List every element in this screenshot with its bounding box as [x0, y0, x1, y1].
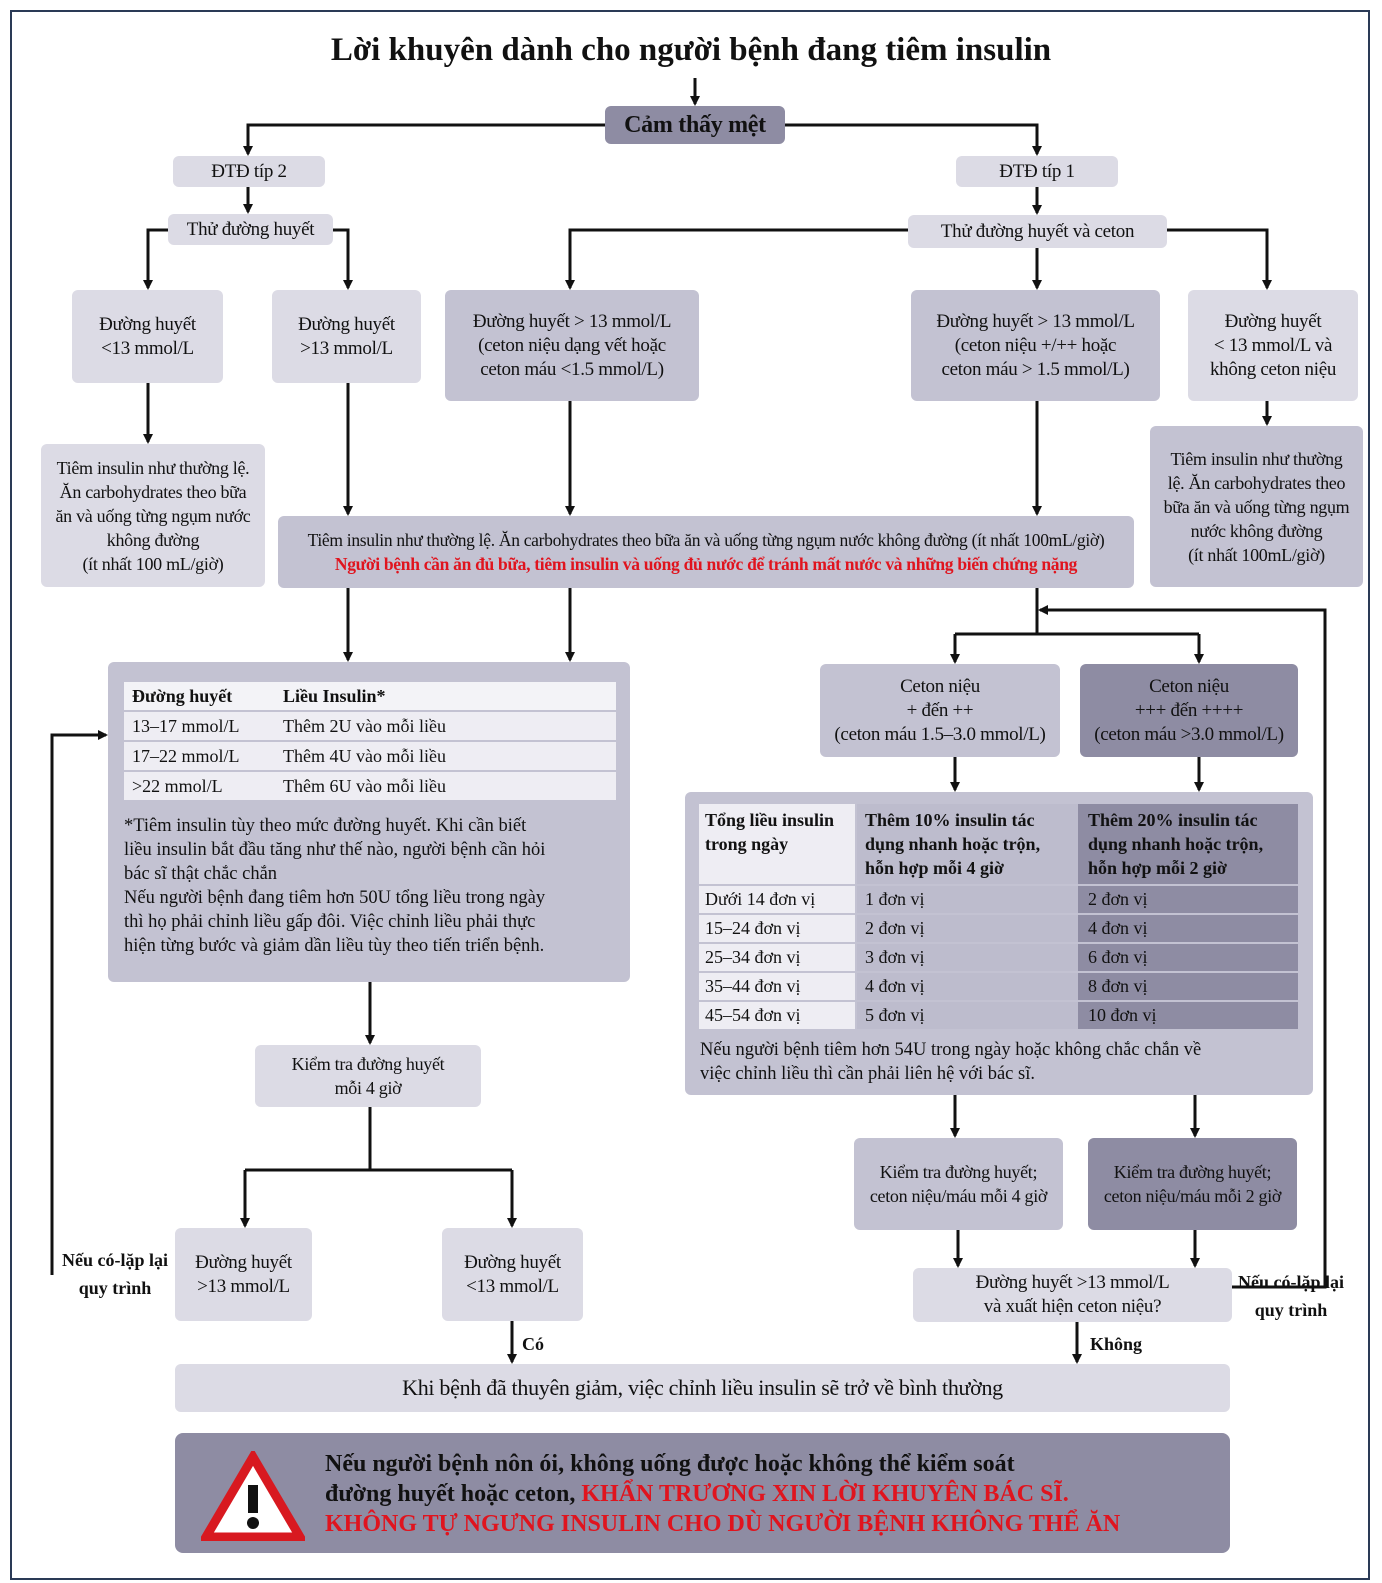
table-cell: 17–22 mmol/L	[132, 745, 240, 766]
ketone-severe-node: Ceton niệu +++ đến ++++ (ceton máu >3.0 …	[1080, 664, 1298, 757]
warning-triangle-icon	[201, 1451, 305, 1541]
table-header-row: Tổng liều insulin trong ngày Thêm 10% in…	[699, 804, 1298, 886]
warning-line-2-text: đường huyết hoặc ceton,	[325, 1481, 582, 1507]
table-row: 25–34 đơn vị 3 đơn vị 6 đơn vị	[699, 943, 1298, 973]
page-frame	[10, 10, 1370, 1580]
insulin-supplement-table: Tổng liều insulin trong ngày Thêm 10% in…	[699, 804, 1298, 1031]
common-advice-text: Tiêm insulin như thường lệ. Ăn carbohydr…	[307, 530, 1105, 550]
warning-text: Nếu người bệnh nôn ói, không uống được h…	[325, 1449, 1120, 1539]
warning-line-2-alert: KHẨN TRƯƠNG XIN LỜI KHUYÊN BÁC SĨ.	[581, 1481, 1069, 1507]
start-node: Cảm thấy mệt	[605, 106, 785, 144]
table-cell: 45–54 đơn vị	[699, 1001, 857, 1031]
table-header: Liều Insulin*	[283, 685, 386, 706]
common-advice-node: Tiêm insulin như thường lệ. Ăn carbohydr…	[278, 516, 1134, 588]
table-cell: 15–24 đơn vị	[699, 914, 857, 944]
table-cell: 4 đơn vị	[1079, 914, 1298, 944]
check-ketone-2h-node: Kiểm tra đường huyết; ceton niệu/máu mỗi…	[1088, 1138, 1297, 1230]
table-cell: 2 đơn vị	[1079, 885, 1298, 915]
table-header-row: Đường huyết Liều Insulin*	[124, 682, 616, 711]
warning-banner: Nếu người bệnh nôn ói, không uống được h…	[175, 1433, 1230, 1553]
check-4h-node: Kiểm tra đường huyết mỗi 4 giờ	[255, 1045, 481, 1107]
table-cell: 2 đơn vị	[856, 914, 1080, 944]
table-row: >22 mmol/L Thêm 6U vào mỗi liều	[124, 771, 616, 801]
type1-node: ĐTĐ típ 1	[956, 156, 1118, 187]
left-table-note: *Tiêm insulin tùy theo mức đường huyết. …	[124, 816, 546, 956]
type2-advice-node: Tiêm insulin như thường lệ. Ăn carbohydr…	[41, 444, 265, 587]
table-row: 35–44 đơn vị 4 đơn vị 8 đơn vị	[699, 972, 1298, 1002]
table-row: 15–24 đơn vị 2 đơn vị 4 đơn vị	[699, 914, 1298, 944]
table-cell: 4 đơn vị	[856, 972, 1080, 1002]
table-cell: >22 mmol/L	[132, 775, 223, 796]
table-header: Tổng liều insulin trong ngày	[699, 804, 857, 886]
left-insulin-panel	[108, 662, 630, 982]
check-ketone-4h-node: Kiểm tra đường huyết; ceton niệu/máu mỗi…	[854, 1138, 1063, 1230]
table-header: Đường huyết	[132, 685, 233, 706]
common-advice-alert: Người bệnh cần ăn đủ bữa, tiêm insulin v…	[334, 554, 1078, 574]
type1-low-node: Đường huyết < 13 mmol/L và không ceton n…	[1188, 290, 1358, 401]
table-cell: 10 đơn vị	[1079, 1001, 1298, 1031]
table-cell: 8 đơn vị	[1079, 972, 1298, 1002]
right-table-note: Nếu người bệnh tiêm hơn 54U trong ngày h…	[700, 1040, 1202, 1084]
table-cell: 1 đơn vị	[856, 885, 1080, 915]
table-cell: Dưới 14 đơn vị	[699, 885, 857, 915]
type2-test-node: Thử đường huyết	[168, 214, 333, 245]
yes-label: Có	[522, 1334, 544, 1354]
table-cell: 13–17 mmol/L	[132, 715, 240, 736]
table-row: 17–22 mmol/L Thêm 4U vào mỗi liều	[124, 741, 616, 771]
ketone-mild-node: Ceton niệu + đến ++ (ceton máu 1.5–3.0 m…	[820, 664, 1060, 757]
table-row: 45–54 đơn vị 5 đơn vị 10 đơn vị	[699, 1001, 1298, 1031]
type2-low-node: Đường huyết <13 mmol/L	[72, 290, 223, 383]
table-cell: 6 đơn vị	[1079, 943, 1298, 973]
type1-trace-ketone-node: Đường huyết > 13 mmol/L (ceton niệu dạng…	[445, 290, 699, 401]
table-row: 13–17 mmol/L Thêm 2U vào mỗi liều	[124, 711, 616, 741]
table-cell: 35–44 đơn vị	[699, 972, 857, 1002]
table-row: Dưới 14 đơn vị 1 đơn vị 2 đơn vị	[699, 885, 1298, 915]
type2-high-node: Đường huyết >13 mmol/L	[272, 290, 421, 383]
table-cell: Thêm 6U vào mỗi liều	[283, 775, 446, 796]
insulin-dose-table: Đường huyết Liều Insulin* 13–17 mmol/L T…	[124, 682, 616, 802]
warning-line-1: Nếu người bệnh nôn ói, không uống được h…	[325, 1451, 1015, 1477]
table-cell: Thêm 2U vào mỗi liều	[283, 715, 446, 736]
table-cell: 3 đơn vị	[856, 943, 1080, 973]
type1-ketone-node: Đường huyết > 13 mmol/L (ceton niệu +/++…	[911, 290, 1160, 401]
no-label: Không	[1090, 1334, 1143, 1354]
table-cell: 25–34 đơn vị	[699, 943, 857, 973]
type1-test-node: Thử đường huyết và ceton	[908, 215, 1167, 248]
warning-line-2: đường huyết hoặc ceton, KHẨN TRƯƠNG XIN …	[325, 1479, 1120, 1509]
left-repeat-label: Nếu có-lặp lại quy trình	[62, 1250, 168, 1298]
left-low-node: Đường huyết <13 mmol/L	[442, 1228, 583, 1321]
table-cell: 5 đơn vị	[856, 1001, 1080, 1031]
table-header: Thêm 10% insulin tác dụng nhanh hoặc trộ…	[856, 804, 1080, 886]
type1-advice-node: Tiêm insulin như thường lệ. Ăn carbohydr…	[1150, 426, 1363, 587]
type2-node: ĐTĐ típ 2	[173, 156, 325, 187]
recovery-node: Khi bệnh đã thuyên giảm, việc chỉnh liều…	[175, 1364, 1230, 1412]
table-header: Thêm 20% insulin tác dụng nhanh hoặc trộ…	[1079, 804, 1298, 886]
ketone-question-node: Đường huyết >13 mmol/L và xuất hiện ceto…	[913, 1268, 1232, 1322]
right-repeat-label: Nếu có-lặp lại quy trình	[1238, 1272, 1344, 1320]
left-high-node: Đường huyết >13 mmol/L	[175, 1228, 312, 1321]
page-title: Lời khuyên dành cho người bệnh đang tiêm…	[330, 32, 1052, 68]
warning-line-3: KHÔNG TỰ NGƯNG INSULIN CHO DÙ NGƯỜI BỆNH…	[325, 1511, 1121, 1537]
table-cell: Thêm 4U vào mỗi liều	[283, 745, 446, 766]
